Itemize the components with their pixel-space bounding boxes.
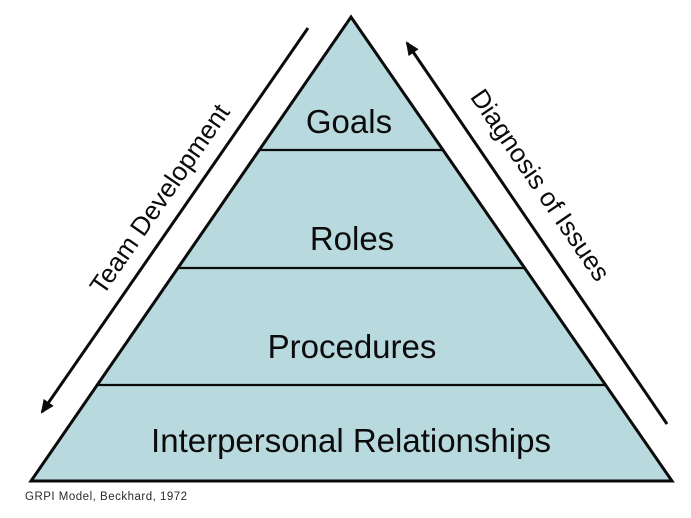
layer-label-procedures: Procedures	[268, 328, 437, 365]
layer-label-interpersonal-relationships: Interpersonal Relationships	[151, 422, 551, 459]
diagnosis-of-issues-arrow	[405, 41, 669, 425]
layer-label-roles: Roles	[310, 220, 394, 257]
layer-label-goals: Goals	[306, 103, 392, 140]
source-caption: GRPI Model, Beckhard, 1972	[25, 491, 188, 503]
pyramid-shape	[28, 14, 675, 483]
team-development-arrow	[40, 27, 310, 414]
